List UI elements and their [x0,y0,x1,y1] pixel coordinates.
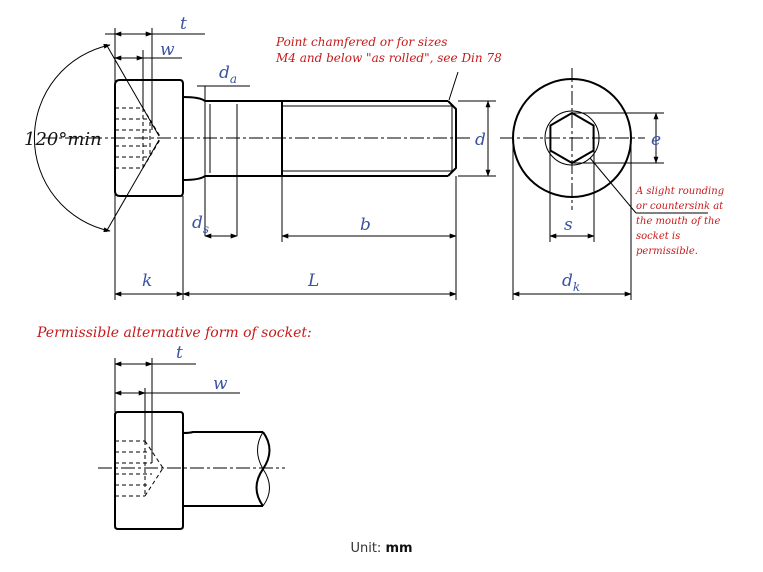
head-fillet-top [182,96,206,102]
note-point-line2: M4 and below "as rolled", see Din 78 [275,51,502,65]
label-ds: ds [192,213,209,236]
label-w: w [160,40,175,60]
screw-point [447,100,457,177]
label-angle: 120°min [24,129,102,150]
screw-side-view [42,79,470,197]
label-k: k [142,271,152,291]
label-d: d [475,130,486,150]
label-t-alt: t [176,343,183,363]
alternative-socket-view [98,358,285,530]
label-t: t [180,14,187,34]
note-rounding-line4: socket is [636,231,680,242]
label-e: e [651,130,661,150]
screw-head [114,79,184,197]
note-alt-form: Permissible alternative form of socket: [36,325,312,341]
note-rounding-line3: the mouth of the [636,216,720,227]
label-dk: dk [562,271,580,294]
angle-arc [33,43,111,233]
screw-end-view [500,68,708,300]
unit-label: Unit: [350,541,382,556]
label-da: da [219,63,237,86]
label-L: L [307,271,319,291]
unit-value: mm [385,541,413,556]
head-fillet-bottom [182,175,206,181]
note-rounding-line2: or countersink at [636,201,724,212]
label-w-alt: w [213,374,228,394]
label-b: b [360,215,371,235]
note-point-line1: Point chamfered or for sizes [275,35,447,49]
side-view-dimensions [33,28,496,300]
alt-screw-head [114,411,184,530]
label-s: s [564,215,573,235]
note-rounding-line5: permissible. [636,246,698,257]
note-rounding-line1: A slight rounding [635,186,724,197]
unit-caption: Unit: mm [0,541,763,556]
alt-shank-top [182,431,263,434]
